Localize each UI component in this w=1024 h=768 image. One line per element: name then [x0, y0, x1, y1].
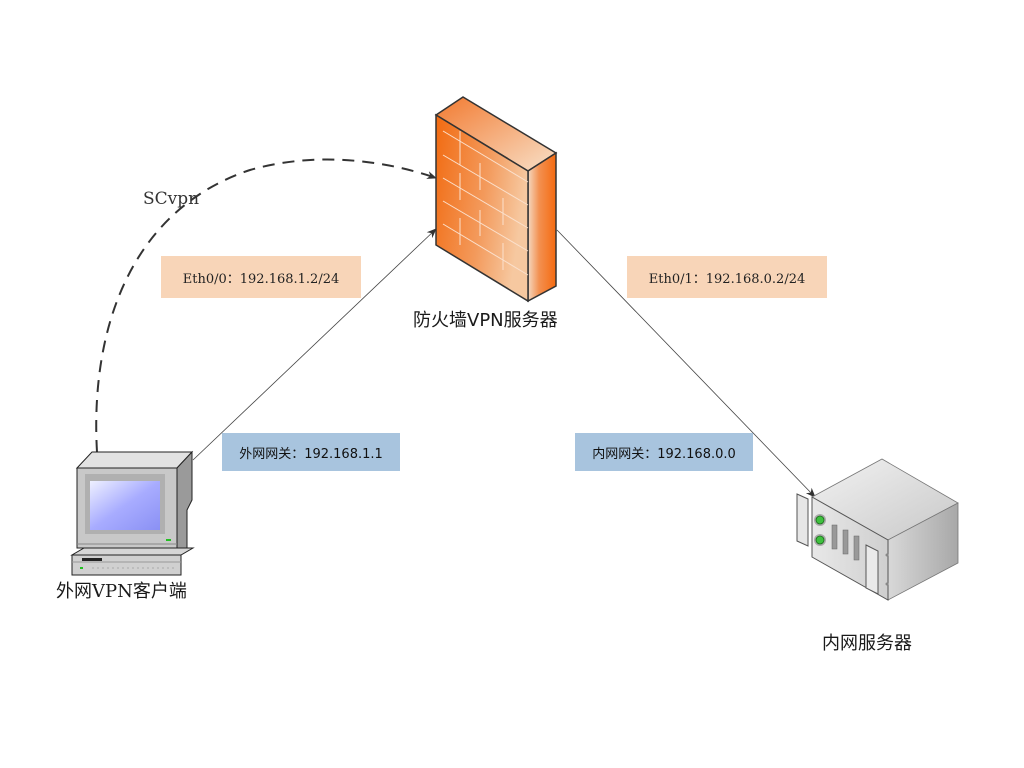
eth0-0-interface-label: Eth0/0：192.168.1.2/24: [161, 256, 361, 298]
connections: [95, 158, 816, 498]
scvpn-edge-label: SCvpn: [143, 189, 200, 209]
eth0-1-interface-label: Eth0/1：192.168.0.2/24: [627, 256, 827, 298]
firewall-icon[interactable]: [434, 96, 558, 303]
server-label: 内网服务器: [822, 633, 912, 654]
client-firewall-edge: [192, 228, 437, 461]
firewall-label: 防火墙VPN服务器: [413, 310, 558, 331]
inner-gateway-label: 内网网关：192.168.0.0: [575, 433, 753, 471]
desktop-computer-icon[interactable]: [70, 450, 195, 576]
rack-server-icon[interactable]: [796, 458, 959, 601]
outer-gateway-label: 外网网关：192.168.1.1: [222, 433, 400, 471]
scvpn-tunnel-edge: [95, 158, 437, 453]
firewall-server-edge: [556, 229, 816, 498]
client-label: 外网VPN客户端: [56, 581, 187, 602]
